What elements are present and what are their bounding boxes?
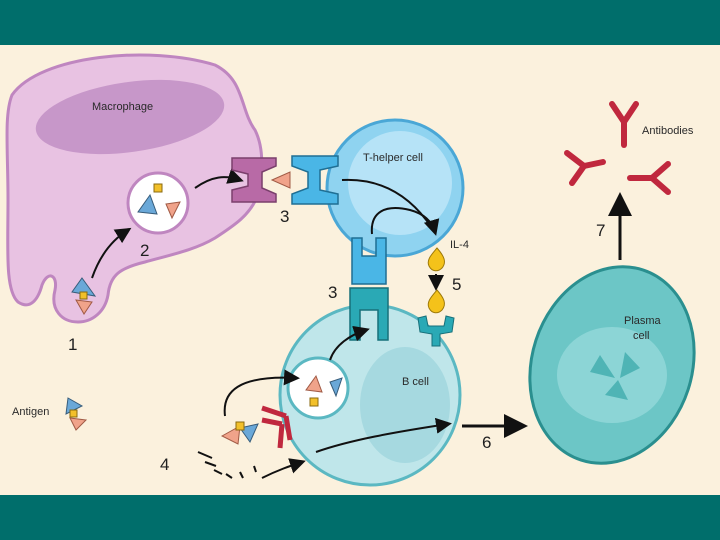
immune-response-diagram: Macrophage T-helper cell <box>5 53 696 487</box>
t-cell-receptor-top <box>291 155 339 205</box>
b-cell-nucleus <box>360 347 450 463</box>
arrow-b-cell-signal <box>315 417 452 453</box>
phagosome <box>126 171 190 235</box>
antibody-1 <box>609 101 639 148</box>
antibodies-label: Antibodies <box>642 125 694 137</box>
engulfed-antigen <box>71 277 97 315</box>
signal-rays <box>197 451 257 479</box>
arrow-activation-curve <box>341 178 433 229</box>
macrophage-label: Macrophage <box>92 101 153 113</box>
arrow-antigen-to-vesicle <box>223 369 300 417</box>
antigen-fragment-blue <box>137 193 158 215</box>
antigen-fragment-yellow <box>153 183 163 193</box>
il4-drop-bottom <box>427 289 445 314</box>
antigen-fragment-salmon <box>165 201 181 220</box>
antibody-3 <box>627 161 671 195</box>
presented-antigen-top <box>270 171 291 189</box>
step-1: 1 <box>68 335 77 354</box>
plasma-cell: Plasma cell <box>528 265 696 465</box>
antibodies <box>564 101 671 195</box>
bottom-bar <box>0 495 720 540</box>
plasma-label-line2: cell <box>633 330 650 342</box>
antibody-2 <box>564 150 606 186</box>
b-cell-receptor <box>220 405 293 449</box>
step-3-bottom: 3 <box>328 283 337 302</box>
step-6: 6 <box>482 433 491 452</box>
step-7: 7 <box>596 221 605 240</box>
t-cell-receptor-bottom <box>351 237 387 285</box>
step-2: 2 <box>140 241 149 260</box>
macrophage-nucleus <box>35 79 225 155</box>
antigen-label: Antigen <box>12 406 49 418</box>
t-helper-label: T-helper cell <box>363 152 423 164</box>
il4-receptor <box>417 315 455 347</box>
arrow-step4 <box>261 458 306 479</box>
mhc-tcr-complex-top <box>231 155 339 205</box>
arrow-step2-to-3 <box>194 168 244 189</box>
step-5: 5 <box>452 275 461 294</box>
il4-signal: IL-4 <box>417 239 469 347</box>
plasma-label-line1: Plasma <box>624 315 662 327</box>
il4-drop-top <box>427 247 445 272</box>
b-cell-vesicle <box>286 356 350 420</box>
arrow-t-helper-to-il4 <box>370 207 440 236</box>
antigen-legend: Antigen <box>12 397 88 431</box>
b-cell-label: B cell <box>402 376 429 388</box>
il4-label: IL-4 <box>450 239 469 251</box>
b-cell: B cell <box>278 303 462 487</box>
step-4: 4 <box>160 455 169 474</box>
arrow-vesicle-to-mhc <box>329 325 370 361</box>
t-helper-cell: T-helper cell <box>325 118 465 258</box>
arrow-step1-to-2 <box>91 227 132 279</box>
step-3-top: 3 <box>280 207 289 226</box>
top-bar <box>0 0 720 45</box>
diagram-panel: Macrophage T-helper cell <box>0 45 720 495</box>
